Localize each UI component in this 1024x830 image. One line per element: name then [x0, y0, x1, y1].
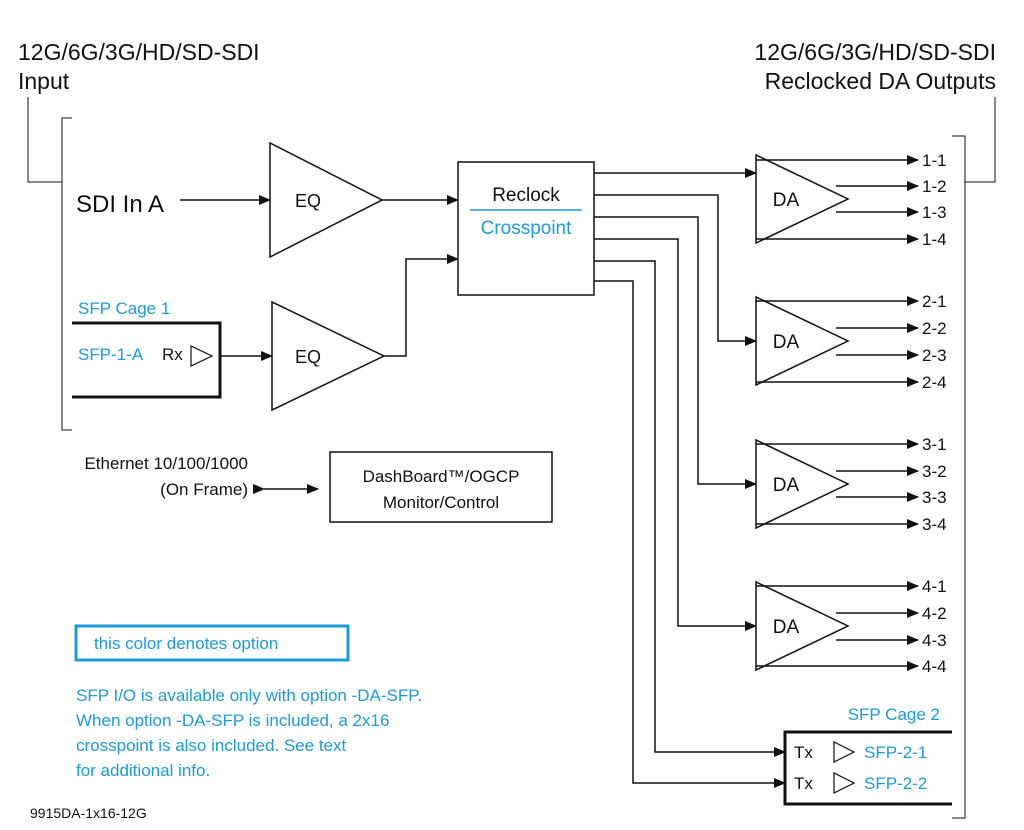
eq2-label: EQ	[295, 347, 321, 367]
da-group-2: DA 2-1 2-2 2-3 2-4	[755, 292, 947, 392]
eq1-label: EQ	[295, 191, 321, 211]
note-line-2: When option -DA-SFP is included, a 2x16	[76, 711, 389, 730]
output-label-3-4: 3-4	[922, 515, 947, 534]
da3-label: DA	[773, 475, 800, 496]
eq2-amplifier	[271, 300, 386, 412]
output-label-2-3: 2-3	[922, 346, 947, 365]
dashboard-label-line1: DashBoard™/OGCP	[363, 467, 520, 486]
sfp-2-2-label: SFP-2-2	[864, 774, 927, 793]
crosspoint-routing	[594, 168, 786, 788]
reclock-label: Reclock	[492, 185, 560, 206]
crosspoint-label: Crosspoint	[481, 218, 573, 239]
output-label-2-2: 2-2	[922, 319, 947, 338]
option-legend-label: this color denotes option	[94, 634, 278, 653]
output-label-2-4: 2-4	[922, 373, 947, 392]
route-to-da3	[594, 216, 757, 489]
da-group-1: DA 1-1 1-2 1-3 1-4	[755, 151, 947, 249]
note-line-3: crosspoint is also included. See text	[76, 736, 347, 755]
dashboard-label-line2: Monitor/Control	[383, 493, 499, 512]
route-to-da2	[594, 194, 757, 346]
sfp-cage2-label: SFP Cage 2	[848, 705, 940, 724]
output-label-1-3: 1-3	[922, 203, 947, 222]
da-group-4: DA 4-1 4-2 4-3 4-4	[755, 577, 947, 676]
input-bracket	[27, 97, 72, 431]
note-line-1: SFP I/O is available only with option -D…	[76, 686, 422, 705]
model-number: 9915DA-1x16-12G	[30, 805, 147, 821]
output-label-4-4: 4-4	[922, 657, 947, 676]
dashboard-control-block	[329, 451, 553, 523]
route-to-sfp-2-1	[594, 260, 786, 757]
rx-triangle-icon	[190, 345, 214, 367]
eq2-to-reclock-arrow	[384, 254, 459, 357]
sdi-in-label: SDI In A	[76, 191, 164, 218]
output-label-3-2: 3-2	[922, 462, 947, 481]
output-label-1-4: 1-4	[922, 230, 947, 249]
da2-label: DA	[773, 332, 800, 353]
ethernet-label-line2: (On Frame)	[160, 480, 248, 499]
output-label-4-3: 4-3	[922, 631, 947, 650]
route-to-da4	[594, 238, 757, 631]
route-to-sfp-2-2	[594, 280, 786, 788]
output-title-line2: Reclocked DA Outputs	[765, 68, 996, 94]
da2-amplifier	[755, 295, 850, 387]
sfp-cage2-box	[783, 730, 952, 806]
option-legend-box	[74, 624, 350, 662]
input-title-line2: Input	[18, 68, 70, 94]
output-label-4-1: 4-1	[922, 577, 947, 596]
output-title-line1: 12G/6G/3G/HD/SD-SDI	[754, 39, 996, 65]
sfp-1a-label: SFP-1-A	[78, 345, 144, 364]
output-label-4-2: 4-2	[922, 604, 947, 623]
da3-amplifier	[755, 438, 850, 530]
output-label-1-1: 1-1	[922, 151, 947, 170]
tx1-label: Tx	[794, 743, 813, 762]
sfp-cage1-label: SFP Cage 1	[78, 299, 170, 318]
reclock-crosspoint-block	[457, 161, 595, 296]
rx-label: Rx	[162, 345, 183, 364]
output-label-3-3: 3-3	[922, 488, 947, 507]
ethernet-label-line1: Ethernet 10/100/1000	[84, 454, 248, 473]
output-bracket	[952, 97, 996, 819]
eq1-amplifier	[269, 141, 384, 259]
output-label-2-1: 2-1	[922, 292, 947, 311]
output-label-3-1: 3-1	[922, 435, 947, 454]
da1-label: DA	[773, 190, 800, 211]
sfp-2-1-label: SFP-2-1	[864, 743, 927, 762]
da4-amplifier	[755, 580, 850, 672]
input-title-line1: 12G/6G/3G/HD/SD-SDI	[18, 39, 260, 65]
da1-amplifier	[755, 153, 850, 245]
tx2-triangle-icon	[833, 772, 856, 794]
tx2-label: Tx	[794, 774, 813, 793]
sfp-cage1-box	[72, 321, 222, 399]
tx1-triangle-icon	[833, 741, 856, 763]
note-line-4: for additional info.	[76, 761, 210, 780]
output-label-1-2: 1-2	[922, 177, 947, 196]
da4-label: DA	[773, 617, 800, 638]
da-group-3: DA 3-1 3-2 3-3 3-4	[755, 435, 947, 534]
